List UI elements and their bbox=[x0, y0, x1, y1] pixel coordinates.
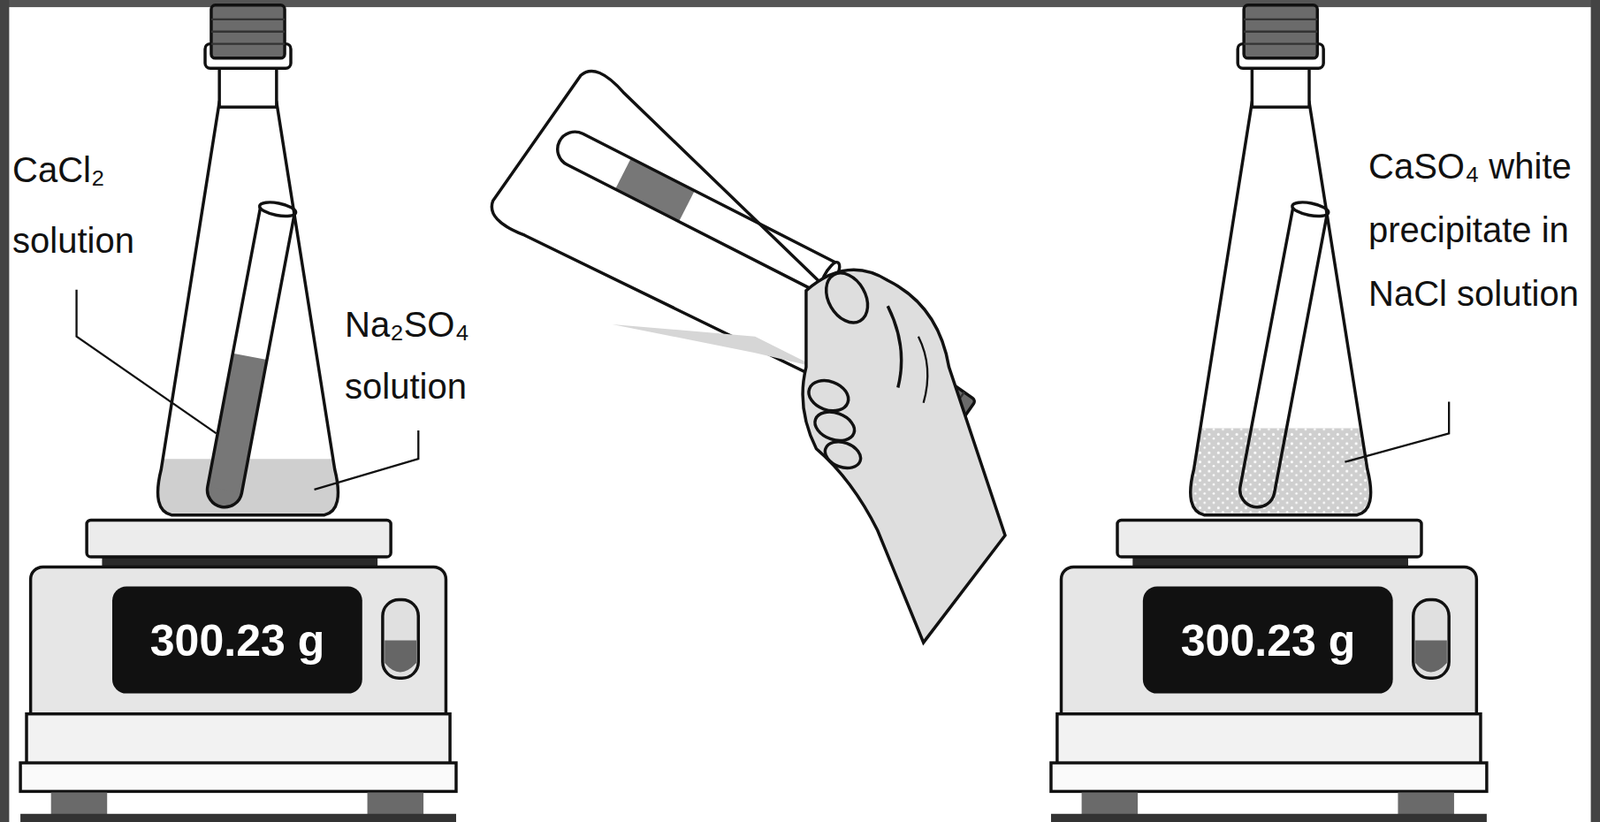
hand bbox=[802, 266, 1006, 643]
precipitate-label: CaSO₄ white precipitate in NaCl solution bbox=[1368, 134, 1594, 326]
flask-after bbox=[1189, 5, 1372, 516]
balance bbox=[20, 519, 457, 822]
solution-label: Na₂SO₄ solution bbox=[344, 293, 500, 418]
leader-line bbox=[314, 430, 420, 490]
leader-line bbox=[76, 289, 217, 435]
solution-label: CaCl₂ solution bbox=[12, 134, 168, 276]
balance-reading: 300.23 g bbox=[112, 586, 363, 694]
balance-reading: 300.23 g bbox=[1142, 586, 1394, 694]
pouring-liquid bbox=[612, 324, 817, 367]
frame bbox=[0, 0, 9, 822]
flask-before bbox=[157, 5, 339, 516]
frame bbox=[1591, 0, 1600, 822]
leader-line bbox=[1344, 402, 1449, 463]
balance bbox=[1051, 519, 1487, 822]
